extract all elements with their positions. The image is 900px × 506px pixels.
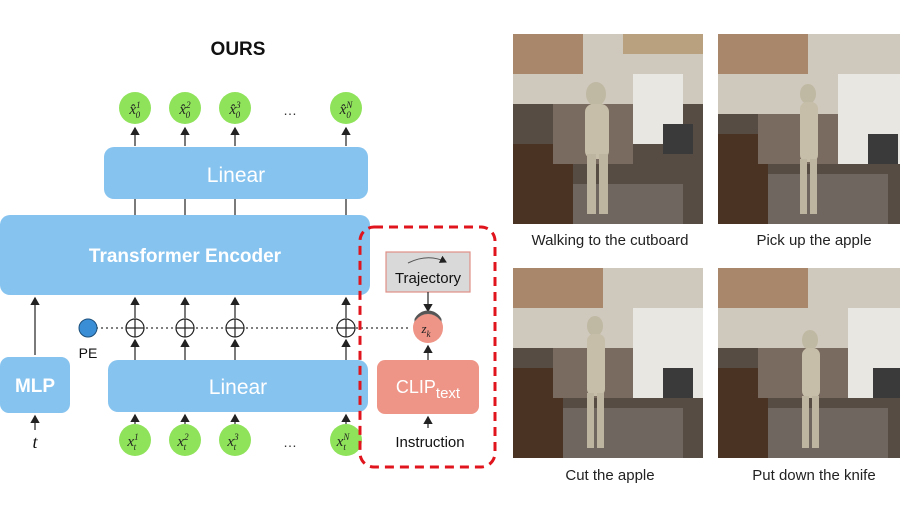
svg-text:x̂N0: x̂N0 (339, 100, 354, 120)
svg-text:Linear: Linear (207, 164, 265, 187)
linear-top-block: Linear (104, 147, 368, 199)
gallery-caption: Cut the apple (565, 467, 655, 484)
clip-text-block: CLIPtext (377, 360, 479, 414)
add-node (336, 318, 356, 338)
add-node (125, 318, 145, 338)
svg-text:Trajectory: Trajectory (395, 270, 462, 287)
mlp-block: MLP (0, 357, 70, 413)
svg-text:x3t: x3t (226, 432, 239, 452)
conditioning-box (358, 225, 497, 469)
diagram-title: OURS (211, 39, 266, 60)
instruction-label: Instruction (395, 434, 464, 451)
svg-text:Linear: Linear (209, 376, 267, 399)
svg-text:zk: zk (420, 321, 431, 339)
svg-text:CLIPtext: CLIPtext (396, 377, 461, 402)
svg-text:x1t: x1t (126, 432, 138, 452)
gallery-tile-3 (513, 268, 703, 458)
svg-text:x2t: x2t (176, 432, 189, 452)
linear-bottom-block: Linear (108, 360, 368, 412)
timestep-label: t (32, 432, 38, 452)
gallery-caption: Put down the knife (752, 467, 876, 484)
transformer-encoder-block: Transformer Encoder (0, 215, 370, 295)
svg-text:x̂30: x̂30 (228, 100, 241, 120)
gallery-caption: Walking to the cutboard (531, 232, 689, 249)
pe-label: PE (79, 345, 98, 361)
svg-text:xNt: xNt (336, 432, 351, 452)
gallery-tile-1 (513, 34, 703, 224)
svg-text:x̂10: x̂10 (128, 100, 140, 120)
add-node (175, 318, 195, 338)
svg-text:Transformer Encoder: Transformer Encoder (89, 246, 282, 267)
pe-dot (78, 318, 98, 338)
add-node (225, 318, 245, 338)
output-ellipsis: … (283, 102, 297, 118)
trajectory-box: Trajectory (385, 251, 471, 293)
gallery-tile-4 (718, 268, 900, 458)
input-ellipsis: … (283, 434, 297, 450)
svg-text:MLP: MLP (15, 376, 55, 397)
gallery-caption: Pick up the apple (756, 232, 872, 249)
trajectory-curve-icon (407, 255, 447, 264)
gallery-tile-2 (718, 34, 900, 224)
zk-node: zk (413, 310, 443, 343)
svg-text:x̂20: x̂20 (178, 100, 191, 120)
